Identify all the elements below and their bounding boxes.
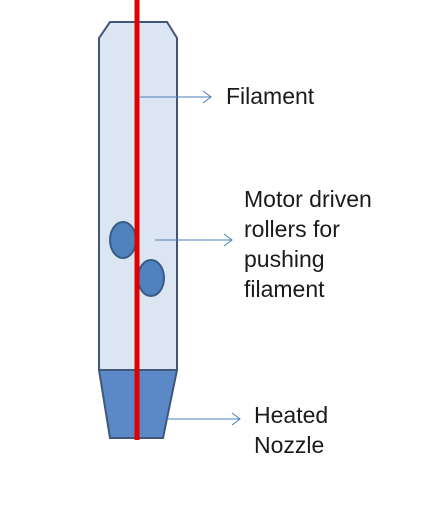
nozzle-label-line-1: Heated <box>254 402 329 428</box>
rollers-label-line-3: pushing <box>244 246 325 272</box>
nozzle-label: Heated Nozzle <box>254 400 328 460</box>
filament-label: Filament <box>226 81 314 111</box>
rollers-label: Motor driven rollers for pushing filamen… <box>244 184 372 304</box>
rollers-label-line-4: filament <box>244 276 325 302</box>
filament-label-text: Filament <box>226 83 315 109</box>
arrow-filament <box>140 90 212 104</box>
arrow-rollers <box>155 233 233 247</box>
roller-left <box>109 221 137 259</box>
arrow-nozzle <box>165 412 241 426</box>
nozzle-label-line-2: Nozzle <box>254 432 325 458</box>
rollers-label-line-2: rollers for <box>244 216 340 242</box>
roller-right <box>137 259 165 297</box>
rollers-label-line-1: Motor driven <box>244 186 372 212</box>
